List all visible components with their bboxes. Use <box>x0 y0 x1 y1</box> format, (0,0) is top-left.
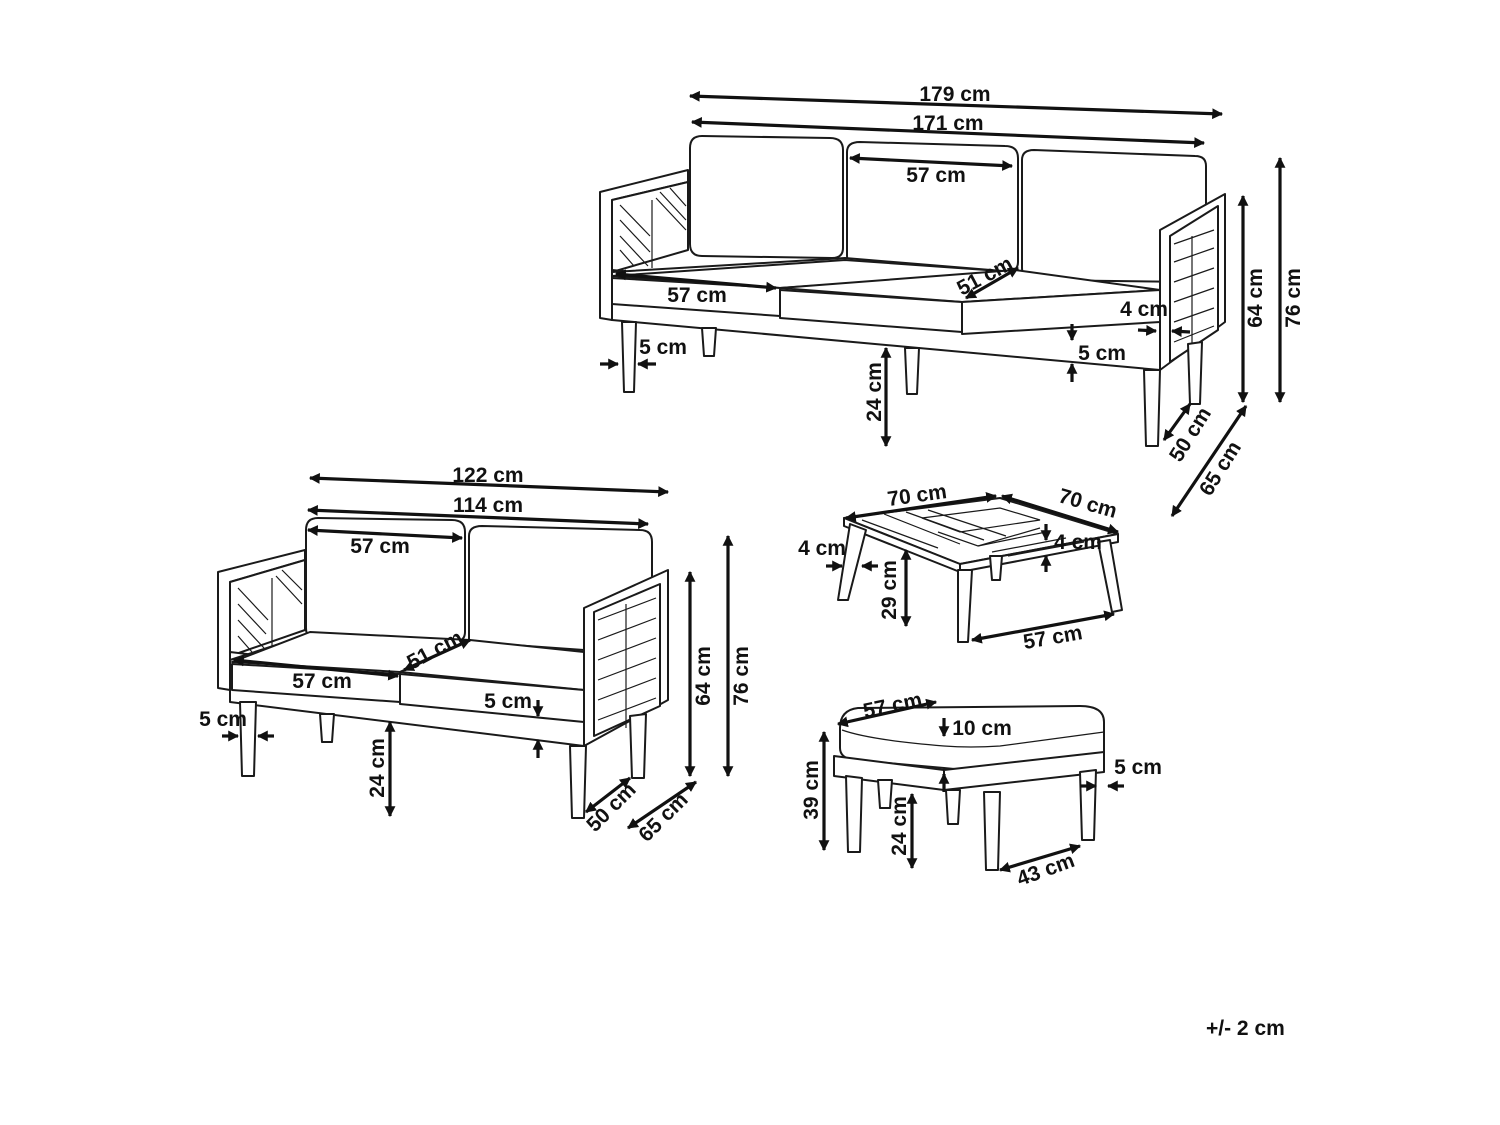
coffee-table-drawing <box>837 497 1123 643</box>
sofa3-seat-height-label: 64 cm <box>1244 268 1267 328</box>
sofa3-seat-cushion-arrow <box>614 269 778 293</box>
sofa2-seat-cushion-arrow <box>232 655 400 681</box>
sofa3-back-cushion-label: 57 cm <box>906 164 966 187</box>
sofa2-total-width-arrow <box>308 472 670 498</box>
sofa2-seat-cushion-label: 57 cm <box>292 670 352 693</box>
sofa2-leg-width-label: 5 cm <box>199 708 247 731</box>
table-width-arrow <box>844 492 998 522</box>
sofa3-back-cushion-arrow <box>848 153 1014 171</box>
ottoman-leg-height-label: 24 cm <box>888 796 911 856</box>
sofa3-inner-depth-label: 50 cm <box>1165 403 1216 466</box>
tolerance-note: +/- 2 cm <box>1206 1017 1285 1040</box>
sofa2-seat-height-label: 64 cm <box>692 646 715 706</box>
two-seat-sofa-drawing <box>217 517 669 819</box>
sofa3-total-depth-arrow <box>1170 405 1248 517</box>
sofa2-seat-depth-arrow <box>403 638 471 672</box>
sofa2-seat-thickness-label: 5 cm <box>484 690 532 713</box>
table-leg-span-label: 57 cm <box>1022 621 1085 654</box>
sofa3-leg-height-label: 24 cm <box>863 362 886 422</box>
sofa3-total-height-label: 76 cm <box>1282 268 1305 328</box>
sofa3-seat-depth-arrow <box>965 266 1019 300</box>
table-top-thickness-label: 4 cm <box>1054 531 1102 554</box>
table-depth-arrow <box>1000 493 1120 535</box>
sofa2-leg-height-label: 24 cm <box>366 738 389 798</box>
sofa3-inner-width-label: 171 cm <box>912 112 983 135</box>
sofa3-seat-thickness-label: 5 cm <box>1078 342 1126 365</box>
sofa2-back-cushion-label: 57 cm <box>350 535 410 558</box>
table-height-label: 29 cm <box>878 560 901 620</box>
coffee-table-dimensions: 70 cm 70 cm 4 cm 4 cm 29 cm 57 cm <box>798 480 1120 654</box>
sofa3-total-width-label: 179 cm <box>919 83 990 106</box>
sofa3-leg-width-label: 5 cm <box>639 336 687 359</box>
ottoman-width-arrow <box>836 698 938 728</box>
sofa2-inner-depth-arrow <box>585 776 631 814</box>
ottoman-cushion-thickness-label: 10 cm <box>952 717 1012 740</box>
sofa3-armrest-label: 4 cm <box>1120 298 1168 321</box>
sofa2-inner-width-arrow <box>306 504 650 530</box>
ottoman-leg-span-arrow <box>998 843 1082 873</box>
sofa3-seat-cushion-label: 57 cm <box>667 284 727 307</box>
sofa2-total-width-label: 122 cm <box>452 464 523 487</box>
ottoman-leg-width-label: 5 cm <box>1114 756 1162 779</box>
sofa2-total-height-label: 76 cm <box>730 646 753 706</box>
sofa2-inner-width-label: 114 cm <box>453 494 523 517</box>
sofa3-total-width-arrow <box>688 90 1224 120</box>
table-leg-span-arrow <box>970 610 1116 644</box>
table-leg-width-label: 4 cm <box>798 537 846 560</box>
ottoman-total-height-label: 39 cm <box>800 760 823 820</box>
sofa2-total-depth-arrow <box>627 780 697 830</box>
sofa3-inner-width-arrow <box>690 116 1206 149</box>
sofa2-back-cushion-arrow <box>306 525 464 543</box>
